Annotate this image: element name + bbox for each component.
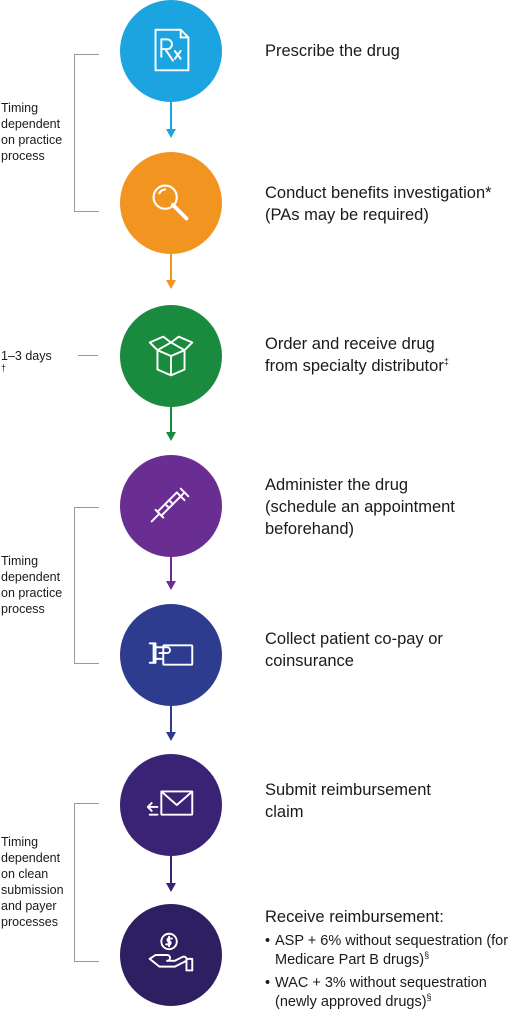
- step-1-circle: [120, 0, 222, 102]
- arrow-1: [166, 102, 176, 138]
- step-2-text: Conduct benefits investigation* (PAs may…: [265, 184, 492, 224]
- arrow-6: [166, 856, 176, 892]
- step-2-circle: [120, 152, 222, 254]
- bullet-item: • WAC + 3% without sequestration (newly …: [265, 975, 487, 1010]
- arrow-5: [166, 706, 176, 741]
- timing-bracket-1: [74, 54, 99, 212]
- step-7-text: Receive reimbursement: • ASP + 6% withou…: [265, 908, 509, 1012]
- timing-line-2: [78, 355, 98, 356]
- arrow-3: [166, 407, 176, 441]
- step-6-text: Submit reimbursement claim: [265, 781, 431, 821]
- timing-note-3: Timing dependent on practice process: [1, 554, 63, 616]
- prescription-icon: [154, 28, 190, 72]
- timing-bracket-3: [74, 507, 99, 664]
- timing-bracket-4: [74, 803, 99, 962]
- payment-card-icon: [148, 642, 194, 666]
- step-4-circle: [120, 455, 222, 557]
- timing-note-4: Timing dependent on clean submission and…: [1, 835, 64, 929]
- reimbursement-bullets: • ASP + 6% without sequestration (for Me…: [265, 932, 508, 1012]
- step-5-circle: [120, 604, 222, 706]
- bullet-item: • ASP + 6% without sequestration (for Me…: [265, 933, 509, 968]
- step-7-circle: [120, 904, 222, 1006]
- step-3-circle: [120, 305, 222, 407]
- step-1-text: Prescribe the drug: [265, 42, 400, 60]
- syringe-icon: [150, 487, 190, 523]
- magnifier-icon: [152, 184, 189, 221]
- timing-note-2: 1–3 days†: [1, 349, 52, 373]
- box-icon: [148, 335, 194, 377]
- step-3-text: Order and receive drug from specialty di…: [265, 335, 449, 375]
- arrow-4: [166, 557, 176, 590]
- step-4-text: Administer the drug (schedule an appoint…: [265, 476, 455, 538]
- step-5-text: Collect patient co-pay or coinsurance: [265, 630, 443, 670]
- money-hand-icon: [148, 932, 194, 972]
- envelope-icon: [146, 790, 194, 816]
- timing-note-1: Timing dependent on practice process: [1, 101, 63, 163]
- arrow-2: [166, 254, 176, 289]
- step-6-circle: [120, 754, 222, 856]
